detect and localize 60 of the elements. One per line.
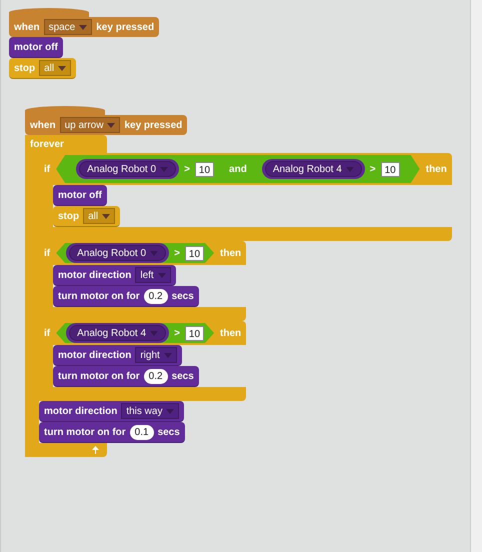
block-label: secs bbox=[172, 290, 194, 304]
block-label: key pressed bbox=[124, 118, 182, 132]
block-label: turn motor on for bbox=[58, 290, 140, 304]
block-label: motor off bbox=[58, 188, 102, 202]
block-label: key pressed bbox=[96, 20, 154, 34]
block-label: motor direction bbox=[58, 268, 132, 282]
block-label: and bbox=[229, 162, 247, 176]
block-label: then bbox=[220, 326, 242, 340]
block-label: turn motor on for bbox=[58, 370, 140, 384]
block-label: secs bbox=[158, 426, 180, 440]
dropdown-menu: all bbox=[83, 208, 116, 224]
block-label: motor off bbox=[14, 40, 58, 54]
block-label: if bbox=[44, 326, 50, 340]
event-hat-block bbox=[9, 8, 160, 37]
block-label: > bbox=[370, 162, 376, 176]
dropdown-menu: Analog Robot 4 bbox=[69, 325, 166, 341]
number-input: 0.2 bbox=[144, 368, 168, 384]
motor-command-block bbox=[53, 366, 199, 387]
number-input: 0.2 bbox=[144, 288, 168, 304]
block-label: then bbox=[426, 162, 447, 176]
motor-command-block bbox=[53, 286, 199, 307]
number-input: 10 bbox=[184, 326, 204, 340]
stop-command-block bbox=[53, 206, 120, 227]
dropdown-menu: Analog Robot 4 bbox=[264, 161, 362, 177]
event-hat-block bbox=[25, 106, 188, 135]
motor-command-block bbox=[39, 422, 185, 443]
block-label: when bbox=[30, 118, 56, 132]
block-label: stop bbox=[58, 210, 80, 224]
block-label: > bbox=[174, 246, 180, 260]
motor-command-block bbox=[9, 37, 63, 58]
number-input: 0.1 bbox=[130, 424, 154, 440]
number-input: 10 bbox=[380, 162, 400, 176]
dropdown-menu: left bbox=[135, 267, 171, 283]
block-label: turn motor on for bbox=[44, 426, 126, 440]
dropdown-menu: space bbox=[44, 19, 92, 35]
motor-command-block bbox=[39, 401, 184, 422]
forever-loop-block bbox=[25, 135, 452, 457]
block-label: > bbox=[184, 162, 190, 176]
dropdown-menu: up arrow bbox=[60, 117, 120, 133]
block-label: motor direction bbox=[58, 348, 132, 362]
block-label: if bbox=[44, 246, 50, 260]
block-label: stop bbox=[14, 62, 36, 76]
dropdown-menu: right bbox=[135, 347, 177, 363]
motor-command-block bbox=[53, 345, 182, 366]
dropdown-menu: all bbox=[39, 60, 72, 76]
block-label: if bbox=[44, 162, 50, 176]
dropdown-menu: this way bbox=[121, 403, 180, 419]
motor-command-block bbox=[53, 185, 107, 206]
block-label: then bbox=[220, 246, 242, 260]
block-label: when bbox=[14, 20, 40, 34]
number-input: 10 bbox=[194, 162, 214, 176]
block-label: forever bbox=[30, 138, 64, 152]
dropdown-menu: Analog Robot 0 bbox=[69, 245, 166, 261]
block-label: secs bbox=[172, 370, 194, 384]
block-label: > bbox=[174, 326, 180, 340]
stop-command-block bbox=[9, 58, 76, 79]
motor-command-block bbox=[53, 265, 176, 286]
dropdown-menu: Analog Robot 0 bbox=[79, 161, 176, 177]
block-label: motor direction bbox=[44, 404, 118, 418]
number-input: 10 bbox=[184, 246, 204, 260]
